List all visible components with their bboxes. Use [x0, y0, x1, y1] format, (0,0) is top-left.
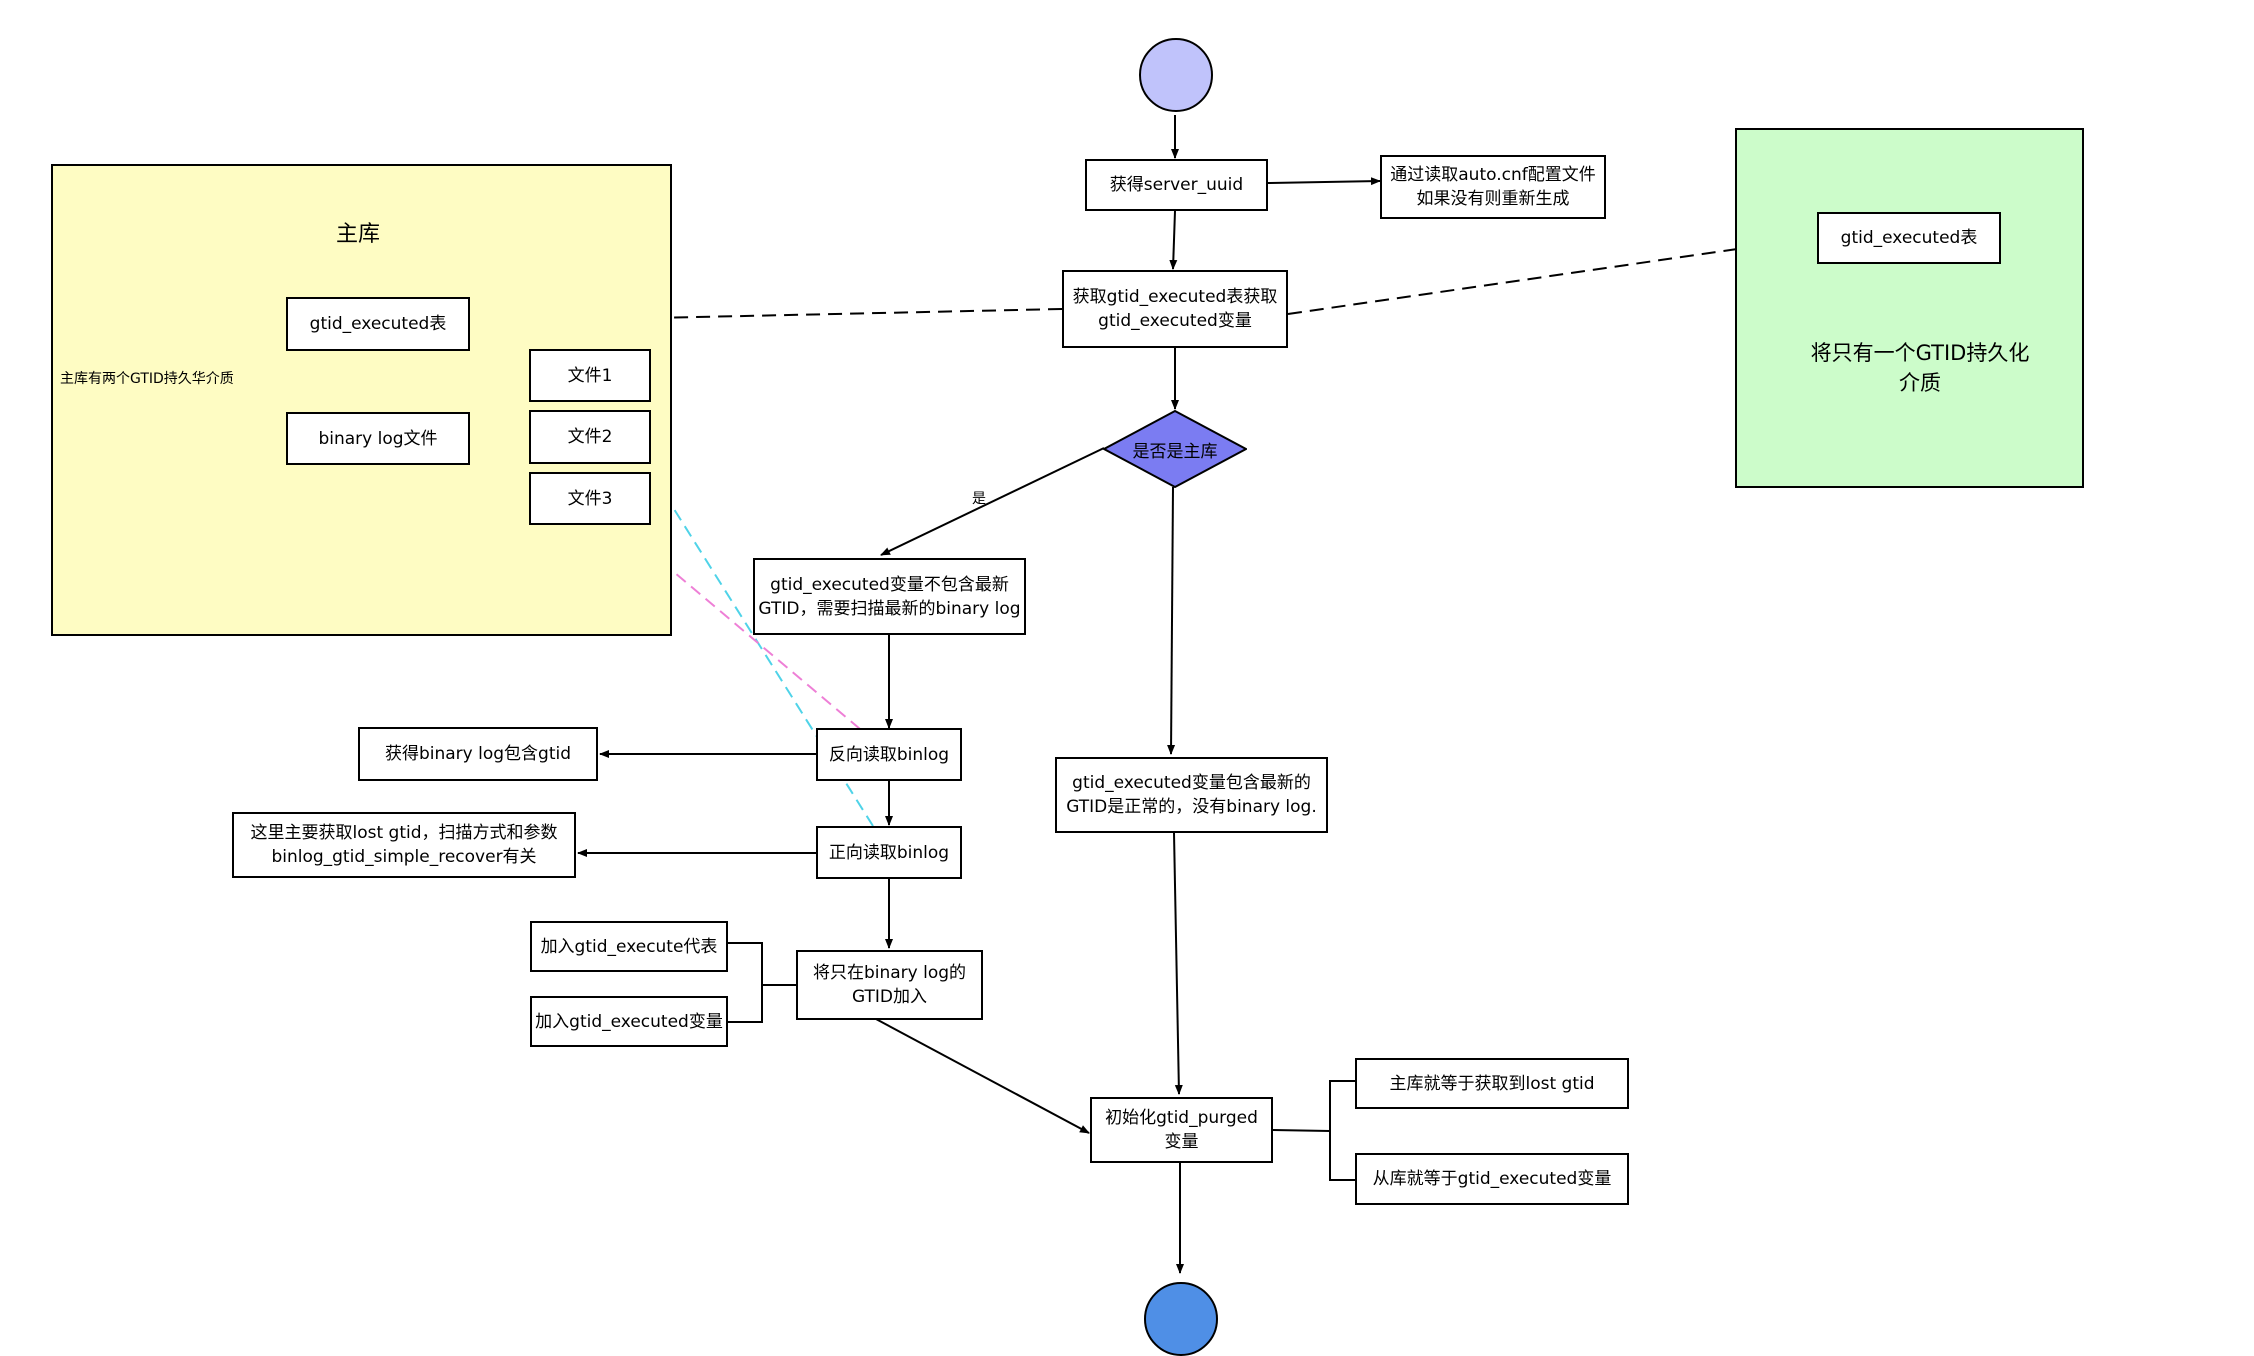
primary-panel-side-note: 主库有两个GTID持久华介质 [60, 371, 234, 387]
binlog-file-1[interactable]: 文件1 [529, 349, 651, 402]
forward-read-binlog-box[interactable]: 正向读取binlog [816, 826, 962, 879]
bracket-add-items [728, 942, 763, 1023]
primary-panel-title: 主库 [336, 222, 381, 247]
purged-replica-box[interactable]: 从库就等于gtid_executed变量 [1355, 1153, 1629, 1205]
primary-table-box[interactable]: gtid_executed表 [286, 297, 470, 351]
arrow-contains-to-init [1173, 832, 1183, 1095]
uuid-note-box[interactable]: 通过读取auto.cnf配置文件 如果没有则重新生成 [1380, 155, 1606, 219]
primary-binlog-box[interactable]: binary log文件 [286, 412, 470, 465]
decision-yes-label: 是 [972, 491, 986, 507]
read-gtid-table-box[interactable]: 获取gtid_executed表获取 gtid_executed变量 [1062, 270, 1288, 348]
contains-latest-box[interactable]: gtid_executed变量包含最新的 GTID是正常的，没有binary l… [1055, 757, 1328, 833]
decision-diamond[interactable] [1103, 410, 1247, 488]
arrow-uuid-to-table [1169, 210, 1178, 270]
arrow-uuid-to-note [1267, 177, 1381, 186]
other-panel-caption: 将只有一个GTID持久化 介质 [1810, 341, 2030, 395]
end-node [1144, 1282, 1218, 1356]
add-only-binlog-box[interactable]: 将只在binary log的 GTID加入 [796, 950, 983, 1020]
get-server-uuid-box[interactable]: 获得server_uuid [1085, 159, 1268, 211]
other-table-box[interactable]: gtid_executed表 [1817, 212, 2001, 264]
purged-primary-box[interactable]: 主库就等于获取到lost gtid [1355, 1058, 1629, 1109]
bracket-purged-stem [1272, 1129, 1331, 1132]
binlog-file-3[interactable]: 文件3 [529, 472, 651, 525]
reverse-read-binlog-box[interactable]: 反向读取binlog [816, 728, 962, 781]
init-purged-box[interactable]: 初始化gtid_purged 变量 [1090, 1097, 1273, 1163]
bracket-purged-items [1329, 1080, 1355, 1181]
arrow-decision-no [1167, 486, 1176, 755]
arrow-decision-yes [880, 447, 1105, 556]
add-table-box[interactable]: 加入gtid_execute代表 [530, 921, 728, 972]
add-variable-box[interactable]: 加入gtid_executed变量 [530, 996, 728, 1047]
binlog-file-2[interactable]: 文件2 [529, 410, 651, 464]
decision-label: 是否是主库 [1132, 441, 1218, 462]
other-panel [1735, 128, 2084, 488]
start-node [1139, 38, 1213, 112]
forward-note-box[interactable]: 这里主要获取lost gtid，扫描方式和参数 binlog_gtid_simp… [232, 812, 576, 878]
dashed-link-to-other-table [1287, 235, 1814, 315]
reverse-result-box[interactable]: 获得binary log包含gtid [358, 727, 598, 781]
arrow-add-to-init [875, 1018, 1090, 1134]
not-latest-box[interactable]: gtid_executed变量不包含最新 GTID，需要扫描最新的binary … [753, 558, 1026, 635]
